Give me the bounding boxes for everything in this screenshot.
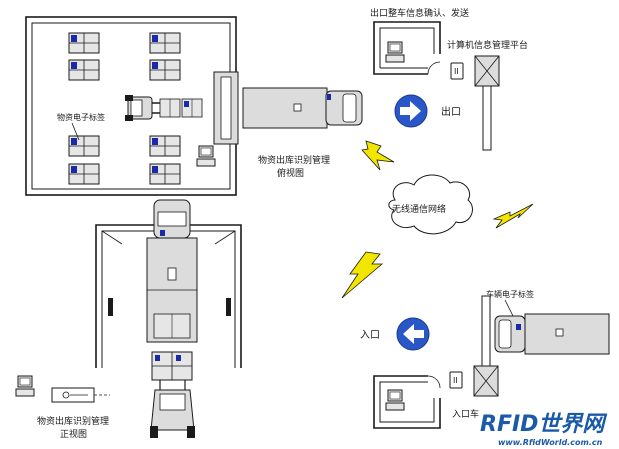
- wireless-cloud-icon: [388, 174, 473, 235]
- truck-entrance-icon: [494, 313, 610, 355]
- exit-booth: [373, 21, 441, 75]
- watermark-logo-text: RFID世界网: [480, 412, 607, 437]
- computer-platform-label: 计算机信息管理平台: [447, 39, 528, 51]
- watermark-url: www.RfidWorld.com.cn: [498, 438, 603, 447]
- goods-package-icon: [68, 59, 100, 81]
- entrance-label: 入口: [360, 330, 380, 341]
- goods-package-icon: [149, 163, 181, 185]
- top-view-title: 物资出库识别管理: [258, 154, 330, 166]
- svg-text:II: II: [454, 67, 459, 76]
- goods-package-icon: [149, 135, 181, 157]
- forklift-top-icon: [125, 95, 203, 121]
- computer-icon: [385, 389, 405, 411]
- front-view-title: 物资出库识别管理: [37, 415, 109, 427]
- gate-reader: [213, 71, 239, 145]
- exit-label: 出口: [441, 105, 461, 118]
- exit-sign-icon: [394, 94, 428, 128]
- goods-package-icon: [68, 163, 100, 185]
- computer-icon: [15, 375, 35, 397]
- rfidworld-watermark-logo: RFID世界网 www.RfidWorld.com.cn: [480, 412, 607, 447]
- entrance-booth: [373, 375, 441, 429]
- goods-package-icon: [149, 59, 181, 81]
- truck-top-icon: [242, 87, 363, 129]
- goods-package-icon: [68, 135, 100, 157]
- top-view-subtitle: 俯视图: [277, 167, 304, 179]
- exit-reader-icon: II: [450, 62, 464, 80]
- lightning-bolt-icon: [361, 140, 395, 171]
- goods-package-icon: [68, 32, 100, 54]
- vehicle-tag-label: 车辆电子标签: [486, 289, 534, 299]
- goods-tag-label: 物资电子标签: [57, 112, 105, 122]
- computer-icon: [196, 145, 216, 167]
- exit-confirm-label: 出口整车信息确认、发送: [370, 7, 469, 19]
- computer-icon: [385, 41, 405, 63]
- truck-front-icon: [146, 199, 198, 343]
- entrance-reader-icon: II: [449, 371, 463, 389]
- entrance-barrier-icon: [473, 295, 499, 397]
- wireless-label: 无线通信网络: [392, 203, 446, 215]
- front-view-subtitle: 正视图: [60, 428, 87, 440]
- reader-device-icon: [51, 387, 110, 403]
- exit-barrier-icon: [474, 55, 500, 151]
- entrance-partial-label: 入口车: [452, 408, 479, 420]
- lightning-bolt-icon: [492, 203, 534, 229]
- forklift-front-icon: [150, 351, 195, 438]
- entrance-sign-icon: [396, 317, 430, 351]
- goods-package-icon: [149, 32, 181, 54]
- lightning-bolt-icon: [341, 251, 384, 299]
- svg-text:II: II: [453, 376, 458, 385]
